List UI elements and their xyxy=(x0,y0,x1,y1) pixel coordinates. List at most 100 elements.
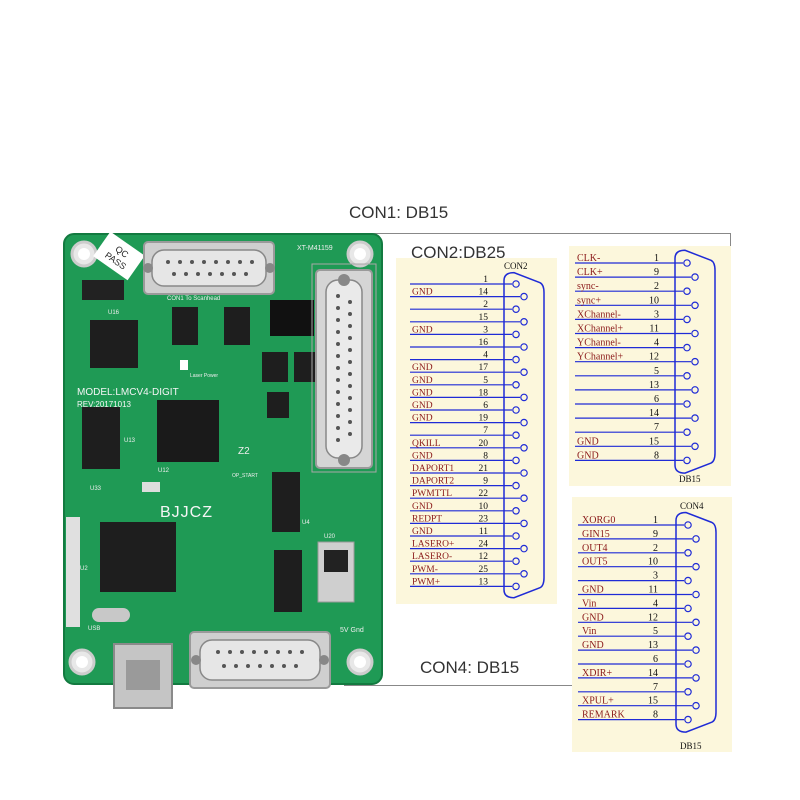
pin-contact xyxy=(512,431,520,440)
pin-signal-label: PWMTTL xyxy=(412,489,452,499)
pin-contact xyxy=(692,618,700,627)
pin-contact xyxy=(692,674,700,682)
pin-contact xyxy=(683,428,691,437)
pin-contact xyxy=(692,562,700,571)
op-start-label: OP_START xyxy=(232,473,258,479)
pin-number: 15 xyxy=(649,436,659,447)
pin-number: 11 xyxy=(648,585,658,596)
con2-title: CON2 xyxy=(504,261,528,271)
pin-contact xyxy=(683,343,691,352)
u13-label: U13 xyxy=(124,438,136,444)
u4-label: U4 xyxy=(302,520,310,526)
pin-contact xyxy=(512,481,520,490)
con2-callout: CON2:DB25 xyxy=(411,243,506,262)
pin-number: 4 xyxy=(483,351,488,361)
pin-contact xyxy=(512,507,520,515)
pin-signal-label: GND xyxy=(582,612,604,623)
con2-tag-label: Z2 xyxy=(238,446,250,457)
pin-contact xyxy=(691,301,699,310)
pin-contact xyxy=(520,393,528,402)
pin-number: 4 xyxy=(654,338,659,349)
rev-label: REV:20171013 xyxy=(77,400,132,409)
pin-signal-label: GND xyxy=(412,451,433,461)
pin-contact xyxy=(684,660,692,668)
pin-signal-label: sync- xyxy=(577,281,599,292)
pin-contact xyxy=(520,444,528,452)
pin-signal-label: Vin xyxy=(582,598,596,609)
pin-contact xyxy=(684,715,692,724)
pin-number: 7 xyxy=(483,426,488,436)
pin-number: 15 xyxy=(479,313,489,323)
con1-title: DB15 xyxy=(679,474,701,484)
pin-number: 8 xyxy=(653,710,658,721)
pin-number: 13 xyxy=(479,577,489,587)
pin-contact xyxy=(520,544,528,553)
pcb-board: QC PASS XT-M41159 CON1 To Scanhead U16 L… xyxy=(63,232,383,709)
pin-contact xyxy=(520,418,528,427)
pin-contact xyxy=(692,535,700,543)
pin-signal-label: GND xyxy=(412,414,433,424)
pin-number: 7 xyxy=(653,682,658,693)
pin-signal-label: GND xyxy=(577,436,599,447)
pin-number: 16 xyxy=(479,338,489,348)
pin-signal-label: QKILL xyxy=(412,439,441,449)
pin-contact xyxy=(684,576,692,585)
pin-contact xyxy=(691,273,699,281)
pin-number: 1 xyxy=(654,253,659,264)
pin-number: 13 xyxy=(648,640,658,651)
pin-number: 25 xyxy=(479,565,489,575)
pin-number: 8 xyxy=(483,451,488,461)
pin-contact xyxy=(684,632,692,641)
pin-number: 14 xyxy=(649,408,659,419)
pin-number: 3 xyxy=(653,571,658,582)
pin-number: 1 xyxy=(483,275,488,285)
pin-number: 12 xyxy=(649,352,659,363)
con1-callout: CON1: DB15 xyxy=(349,203,449,222)
pin-contact xyxy=(512,557,520,566)
pin-signal-label: CLK+ xyxy=(577,267,603,278)
pin-number: 10 xyxy=(648,557,658,568)
pin-signal-label: GND xyxy=(412,401,433,411)
pin-signal-label: LASERO- xyxy=(412,552,452,562)
pin-signal-label: GND xyxy=(412,502,433,512)
pin-number: 23 xyxy=(479,514,489,524)
pin-contact xyxy=(683,400,691,408)
pin-number: 10 xyxy=(649,295,659,306)
pin-number: 11 xyxy=(479,527,488,537)
pin-contact xyxy=(692,590,700,599)
pin-signal-label: XORG0 xyxy=(582,515,615,526)
pin-contact xyxy=(512,381,520,389)
laser-power-label: Laser Power xyxy=(190,373,218,379)
pin-signal-label: XChannel+ xyxy=(577,324,624,335)
pin-signal-label: GND xyxy=(582,585,604,596)
pin-number: 3 xyxy=(654,309,659,320)
pin-number: 7 xyxy=(654,422,659,433)
pin-number: 21 xyxy=(479,464,489,474)
pin-contact xyxy=(512,355,520,364)
pin-contact xyxy=(520,569,528,578)
pin-signal-label: GND xyxy=(412,288,433,298)
pin-signal-label: LASERO+ xyxy=(412,540,454,550)
con1-pinout-diagram: CLK-1CLK+9sync-2sync+10XChannel-3XChanne… xyxy=(575,249,716,484)
pin-number: 5 xyxy=(483,376,488,386)
pin-contact xyxy=(691,329,699,338)
pin-number: 12 xyxy=(648,612,658,623)
pin-signal-label: YChannel- xyxy=(577,338,621,349)
pin-signal-label: XChannel- xyxy=(577,309,621,320)
pin-contact xyxy=(512,456,520,465)
pin-signal-label: XPUL+ xyxy=(582,696,614,707)
pin-number: 2 xyxy=(654,281,659,292)
pin-signal-label: GND xyxy=(577,450,599,461)
pin-contact xyxy=(512,305,520,314)
pin-contact xyxy=(520,343,528,351)
con4-leader-h xyxy=(344,685,572,686)
pin-number: 13 xyxy=(649,380,659,391)
pin-number: 19 xyxy=(479,414,489,424)
pin-contact xyxy=(512,280,520,288)
pin-number: 8 xyxy=(654,450,659,461)
connector-body xyxy=(674,249,716,474)
pin-contact xyxy=(683,315,691,324)
